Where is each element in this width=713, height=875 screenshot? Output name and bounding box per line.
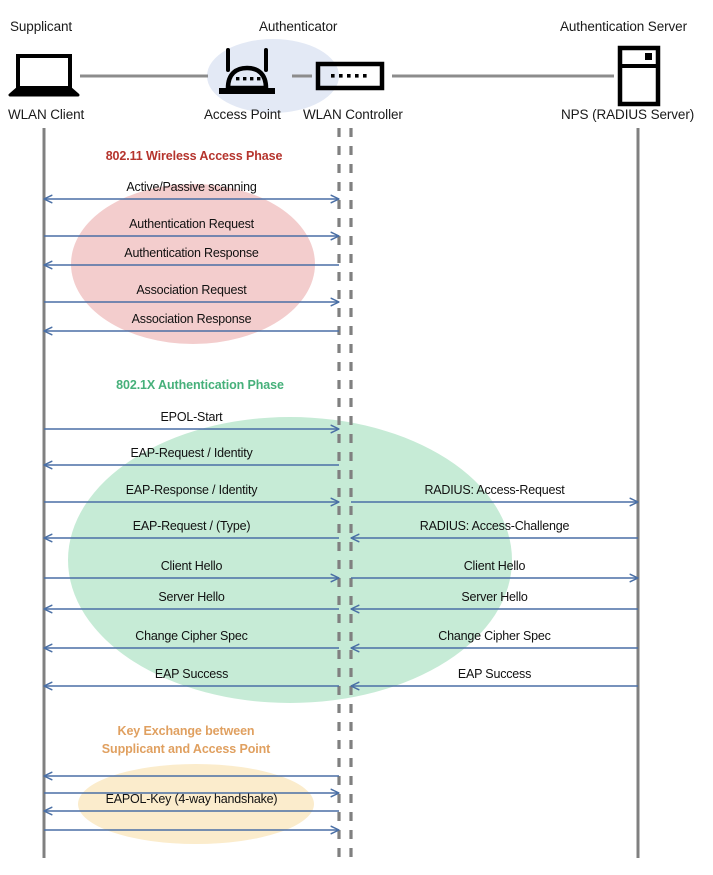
message-arrow-group [44,199,638,830]
phase-label-key-exchange-line2: Supplicant and Access Point [101,742,271,756]
node-label-nps-radius-server: NPS (RADIUS Server) [561,107,695,122]
phase-ellipse-phase-8021x [68,417,512,703]
message-label-m22: EAPOL-Key (4-way handshake) [105,792,278,806]
message-label-m3: Authentication Response [124,246,259,260]
message-label-m2: Authentication Request [129,217,254,231]
phase-label-80211: 802.11 Wireless Access Phase [105,149,283,163]
phase-ellipse-group [68,184,512,844]
role-label-authentication-server: Authentication Server [560,19,687,34]
message-label-m18: EAP Success [154,667,229,681]
role-label-authenticator: Authenticator [259,19,338,34]
authenticator-highlight-ellipse [207,39,339,113]
message-label-m13: Client Hello [463,559,526,573]
node-label-access-point: Access Point [204,107,281,122]
phase-label-key-exchange-line1: Key Exchange between [117,724,255,738]
message-label-m14: Server Hello [158,590,225,604]
message-label-m9: RADIUS: Access-Request [424,483,565,497]
message-label-m16: Change Cipher Spec [135,629,248,643]
message-label-m8: EAP-Response / Identity [125,483,258,497]
phase-ellipse-phase-key-exchange [78,764,314,844]
phase-label-key-exchange: Key Exchange between Supplicant and Acce… [101,722,271,758]
message-label-m11: RADIUS: Access-Challenge [419,519,570,533]
message-label-m6: EPOL-Start [160,410,223,424]
lifelines [42,128,640,858]
role-label-supplicant: Supplicant [10,19,73,34]
message-label-m12: Client Hello [160,559,223,573]
message-label-m19: EAP Success [457,667,532,681]
phase-ellipse-phase-80211 [71,184,315,344]
node-label-wlan-client: WLAN Client [8,107,85,122]
wireless-router-icon [219,48,275,94]
message-label-m1: Active/Passive scanning [126,180,257,194]
message-label-m4: Association Request [136,283,247,297]
node-label-wlan-controller: WLAN Controller [303,107,403,122]
switch-icon [315,61,385,91]
server-icon [617,45,661,107]
message-label-m15: Server Hello [461,590,528,604]
phase-label-8021x: 802.1X Authentication Phase [116,378,284,392]
message-label-m7: EAP-Request / Identity [130,446,253,460]
laptop-icon [8,54,80,97]
message-label-m17: Change Cipher Spec [438,629,551,643]
message-label-m5: Association Response [131,312,252,326]
message-label-m10: EAP-Request / (Type) [132,519,251,533]
